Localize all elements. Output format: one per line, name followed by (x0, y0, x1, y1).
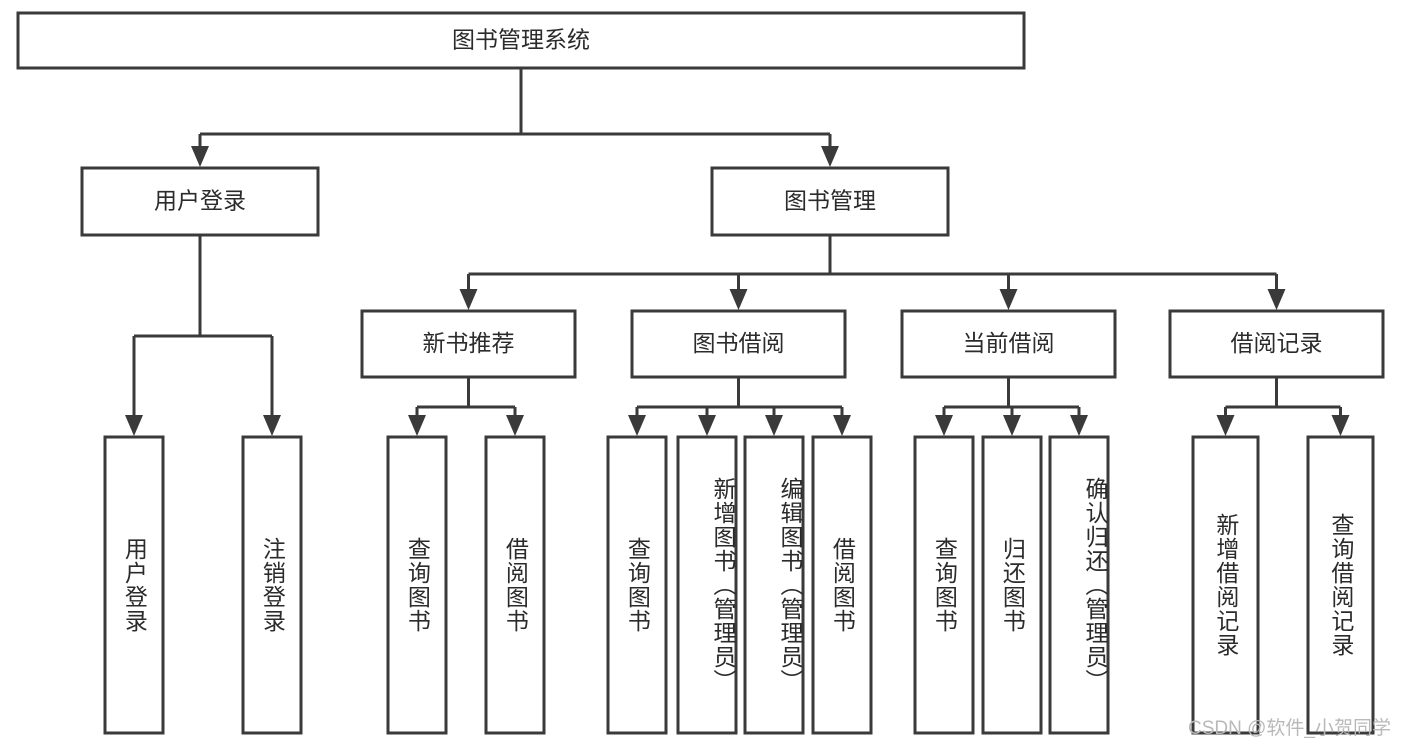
node-label-n2a: 用户登录 (154, 188, 246, 214)
node-box-l11[interactable] (1048, 435, 1110, 735)
node-box-l3[interactable] (386, 435, 448, 735)
arrow-head-icon (999, 289, 1018, 310)
watermark-text: CSDN @软件_小贺同学 (1188, 718, 1391, 739)
arrow-head-icon (1331, 415, 1350, 436)
arrow-head-icon (408, 415, 426, 436)
node-box-l6[interactable] (676, 435, 738, 735)
node-label-n2b: 图书管理 (784, 188, 876, 214)
node-box-l7[interactable] (743, 435, 805, 735)
node-box-layer (16, 11, 1385, 735)
arrow-head-icon (765, 415, 783, 436)
arrow-head-icon (833, 415, 851, 436)
node-label-n3c: 当前借阅 (963, 330, 1055, 356)
connector-group-root (191, 68, 839, 167)
connector-group-n2b (459, 235, 1286, 310)
arrow-head-icon (1216, 415, 1235, 436)
node-box-l5[interactable] (606, 435, 668, 735)
node-box-l4[interactable] (484, 435, 546, 735)
node-box-n3a[interactable] (360, 309, 577, 379)
connector-layer (125, 68, 1350, 436)
arrow-head-icon (191, 146, 209, 167)
node-box-n3c[interactable] (900, 309, 1117, 379)
connector-group-n2a (125, 235, 281, 436)
connector-group-n3c (935, 377, 1088, 436)
node-box-l12[interactable] (1191, 435, 1260, 735)
node-box-l10[interactable] (981, 435, 1043, 735)
connector-group-n3a (408, 377, 524, 436)
arrow-head-icon (1003, 415, 1021, 436)
connector-group-n3d (1216, 377, 1350, 436)
node-label-n3a: 新书推荐 (423, 330, 515, 356)
node-label-root: 图书管理系统 (452, 27, 590, 53)
node-box-l8[interactable] (811, 435, 873, 735)
arrow-head-icon (1070, 415, 1088, 436)
arrow-head-icon (628, 415, 646, 436)
node-box-l1[interactable] (103, 435, 165, 735)
node-box-n3b[interactable] (630, 309, 847, 379)
arrow-head-icon (821, 146, 839, 167)
arrow-head-icon (125, 415, 143, 436)
node-box-root[interactable] (16, 11, 1026, 70)
arrow-head-icon (1267, 289, 1286, 310)
node-label-n3d: 借阅记录 (1231, 330, 1323, 356)
arrow-head-icon (263, 415, 281, 436)
node-box-l13[interactable] (1306, 435, 1375, 735)
node-label-n3b: 图书借阅 (693, 330, 785, 356)
arrow-head-icon (459, 289, 478, 310)
node-box-n3d[interactable] (1168, 309, 1385, 379)
node-box-l9[interactable] (913, 435, 975, 735)
arrow-head-icon (698, 415, 716, 436)
arrow-head-icon (935, 415, 953, 436)
connector-group-n3b (628, 377, 851, 436)
node-box-l2[interactable] (241, 435, 303, 735)
node-box-n2a[interactable] (80, 166, 320, 237)
arrow-head-icon (506, 415, 524, 436)
arrow-head-icon (729, 289, 748, 310)
node-box-n2b[interactable] (710, 166, 950, 237)
